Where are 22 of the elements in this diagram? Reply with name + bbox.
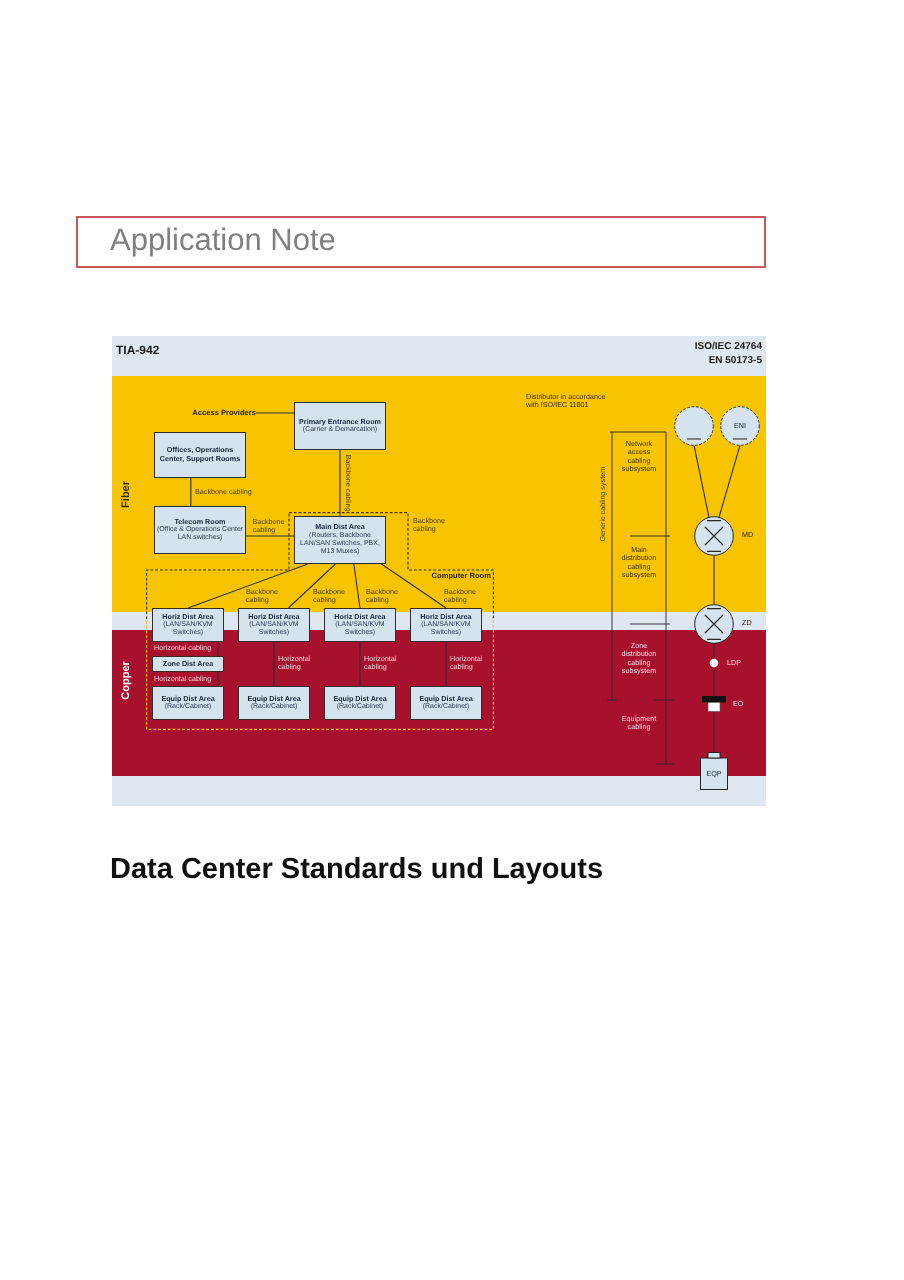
room-box bbox=[324, 686, 396, 720]
room-box bbox=[294, 516, 386, 564]
room-box bbox=[152, 656, 224, 672]
document-title: Data Center Standards und Layouts bbox=[110, 852, 604, 888]
distributor-symbol bbox=[694, 516, 734, 556]
room-box bbox=[294, 402, 386, 450]
room-box bbox=[152, 608, 224, 642]
outlet-symbol bbox=[702, 696, 726, 712]
room-box bbox=[152, 686, 224, 720]
room-box bbox=[410, 686, 482, 720]
room-box bbox=[238, 686, 310, 720]
equipment-box bbox=[700, 752, 728, 790]
room-box bbox=[410, 608, 482, 642]
distributor-symbol bbox=[694, 604, 734, 644]
room-box bbox=[154, 506, 246, 554]
room-box bbox=[154, 432, 246, 478]
room-box bbox=[324, 608, 396, 642]
distributor-symbol bbox=[720, 406, 760, 446]
point-marker bbox=[709, 658, 719, 668]
room-box bbox=[238, 608, 310, 642]
distributor-symbol bbox=[674, 406, 714, 446]
page-title: Application Note bbox=[110, 224, 336, 260]
